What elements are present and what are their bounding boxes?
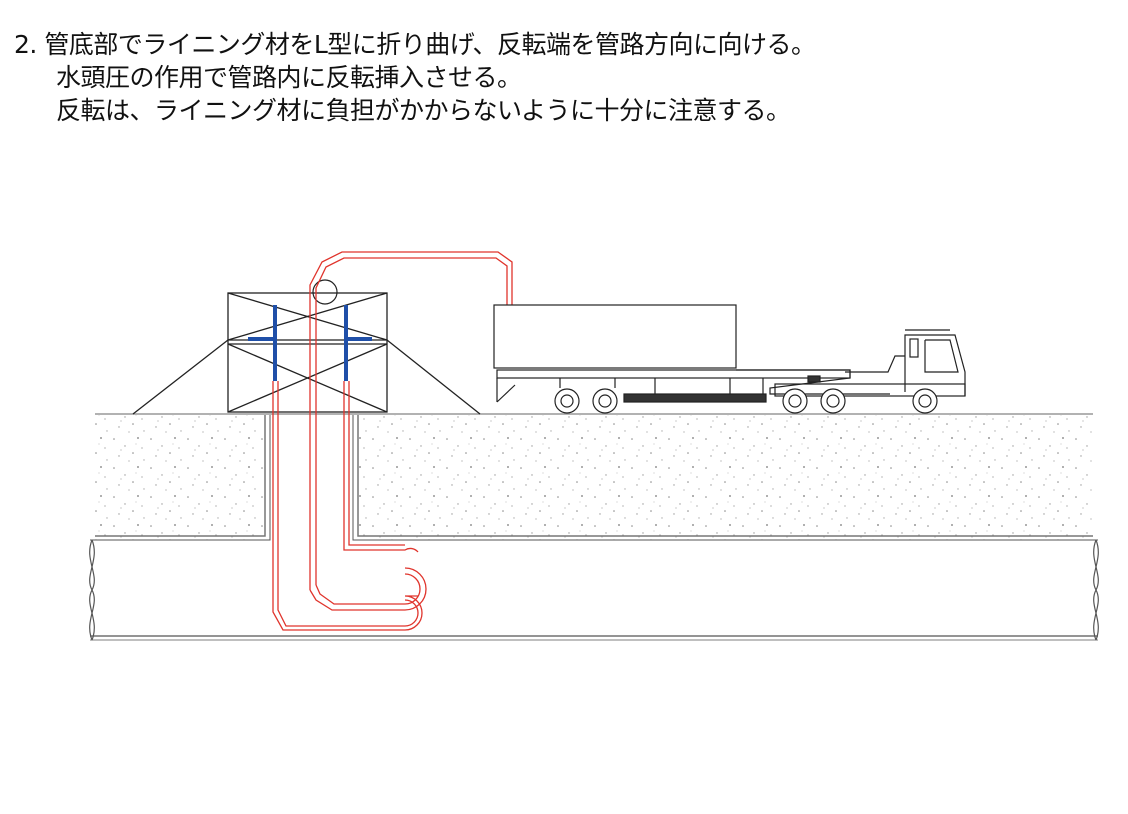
caption-text-1: 管底部でライニング材をL型に折り曲げ、反転端を管路方向に向ける。	[44, 30, 816, 59]
step-number: 2.	[14, 30, 37, 59]
sewer-pipe	[89, 539, 1099, 641]
caption-line-1: 2. 管底部でライニング材をL型に折り曲げ、反転端を管路方向に向ける。	[14, 28, 816, 61]
trailer-truck	[493, 304, 966, 414]
instruction-caption: 2. 管底部でライニング材をL型に折り曲げ、反転端を管路方向に向ける。 水頭圧の…	[14, 28, 816, 127]
pulley-circle	[312, 279, 338, 305]
caption-line-3: 反転は、ライニング材に負担がかからないように十分に注意する。	[56, 96, 791, 125]
scaffold-poles	[248, 305, 372, 381]
guy-line-left	[132, 339, 229, 415]
caption-line-2: 水頭圧の作用で管路内に反転挿入させる。	[56, 63, 522, 92]
soil-layer	[90, 413, 1098, 541]
scaffold-tower	[132, 292, 481, 415]
trailer-container	[493, 304, 737, 369]
guy-line-right	[386, 339, 481, 415]
